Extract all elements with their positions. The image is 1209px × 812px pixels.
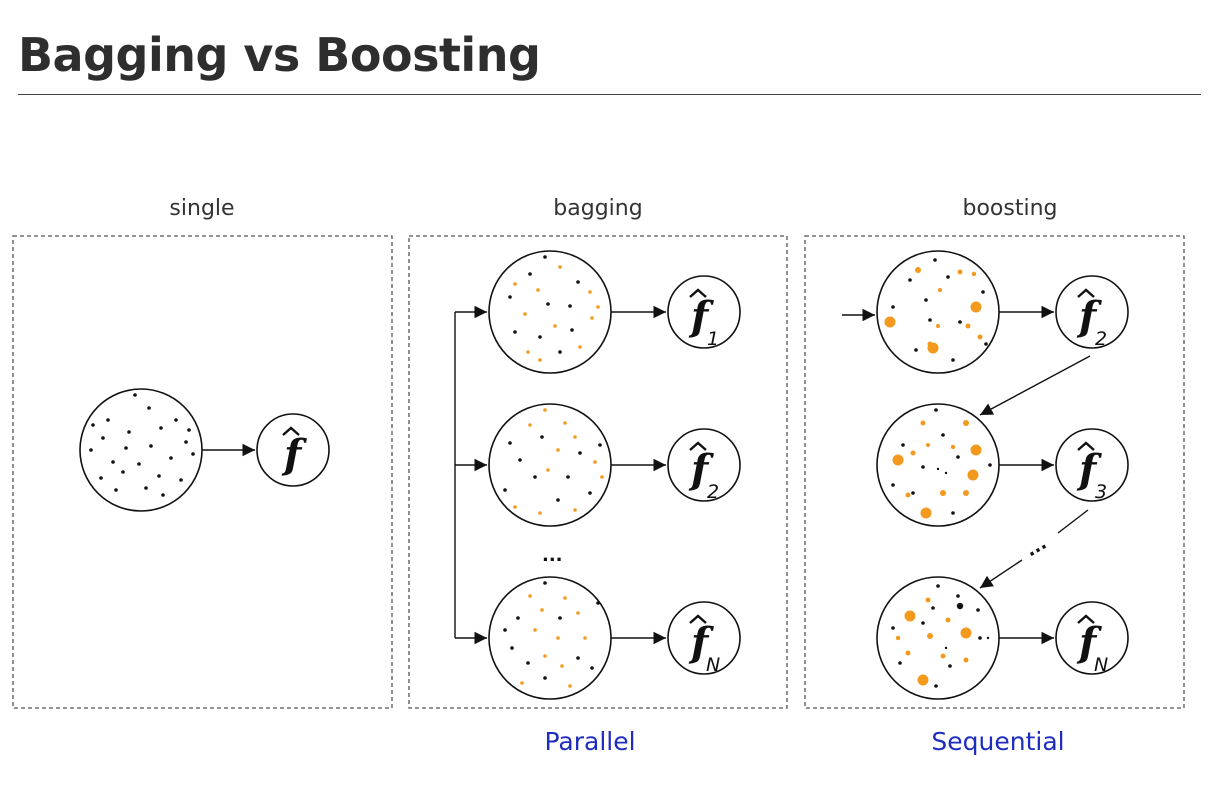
boosting-model-subscript-1: 2 <box>1095 328 1107 350</box>
single-dataset-circle <box>79 388 203 512</box>
boosting-model-subscript-3: N <box>1094 654 1108 676</box>
boosting-model-circle-1 <box>1055 275 1129 349</box>
bagging-model-hat-icon-2 <box>689 441 707 451</box>
bagging-model-circle-1 <box>667 275 741 349</box>
bagging-model-subscript-3: N <box>706 654 720 676</box>
page-title: Bagging vs Boosting <box>18 28 541 82</box>
boosting-dataset-circle-2 <box>876 403 1000 527</box>
boosting-feedback-arrow-3 <box>979 559 1023 589</box>
boosting-ellipsis: ... <box>1022 533 1050 561</box>
bagging-panel <box>408 235 788 709</box>
boosting-model-circle-2 <box>1055 428 1129 502</box>
bagging-data-points-1 <box>508 255 600 362</box>
single-data-points <box>89 393 195 497</box>
boosting-panel <box>804 235 1185 709</box>
boosting-footer: Sequential <box>931 727 1065 756</box>
bagging-dataset-circle-2 <box>488 403 612 527</box>
boosting-model-hat-icon-3 <box>1077 614 1095 624</box>
boosting-data-points-1 <box>884 258 988 362</box>
bagging-model-circle-2 <box>667 428 741 502</box>
boosting-model-hat-icon-2 <box>1077 441 1095 451</box>
bagging-label: bagging <box>553 196 643 221</box>
single-model-circle <box>256 413 330 487</box>
bagging-data-points-3 <box>503 581 600 688</box>
boosting-model-circle-3 <box>1055 601 1129 675</box>
bagging-model-subscript-1: 1 <box>707 328 719 350</box>
boosting-label: boosting <box>962 196 1058 221</box>
title-divider <box>18 94 1201 95</box>
bagging-model-subscript-2: 2 <box>707 481 719 503</box>
boosting-data-points-3 <box>891 584 990 688</box>
single-model-hat-icon <box>282 426 300 436</box>
boosting-dataset-circle-1 <box>876 250 1000 374</box>
bagging-model-hat-icon-3 <box>689 614 707 624</box>
single-label: single <box>169 196 235 221</box>
bagging-footer: Parallel <box>544 727 636 756</box>
boosting-data-points-2 <box>891 408 992 519</box>
bagging-data-points-2 <box>503 408 604 515</box>
bagging-dataset-circle-1 <box>488 250 612 374</box>
boosting-model-subscript-2: 3 <box>1095 481 1107 503</box>
bagging-ellipsis: ... <box>542 545 563 566</box>
bagging-model-circle-3 <box>667 601 741 675</box>
boosting-feedback-arrow-2 <box>1057 509 1089 534</box>
boosting-feedback-arrow-1 <box>979 355 1091 416</box>
bagging-dataset-circle-3 <box>488 576 612 700</box>
bagging-model-hat-icon-1 <box>689 288 707 298</box>
single-panel <box>12 235 393 709</box>
boosting-model-hat-icon-1 <box>1077 288 1095 298</box>
